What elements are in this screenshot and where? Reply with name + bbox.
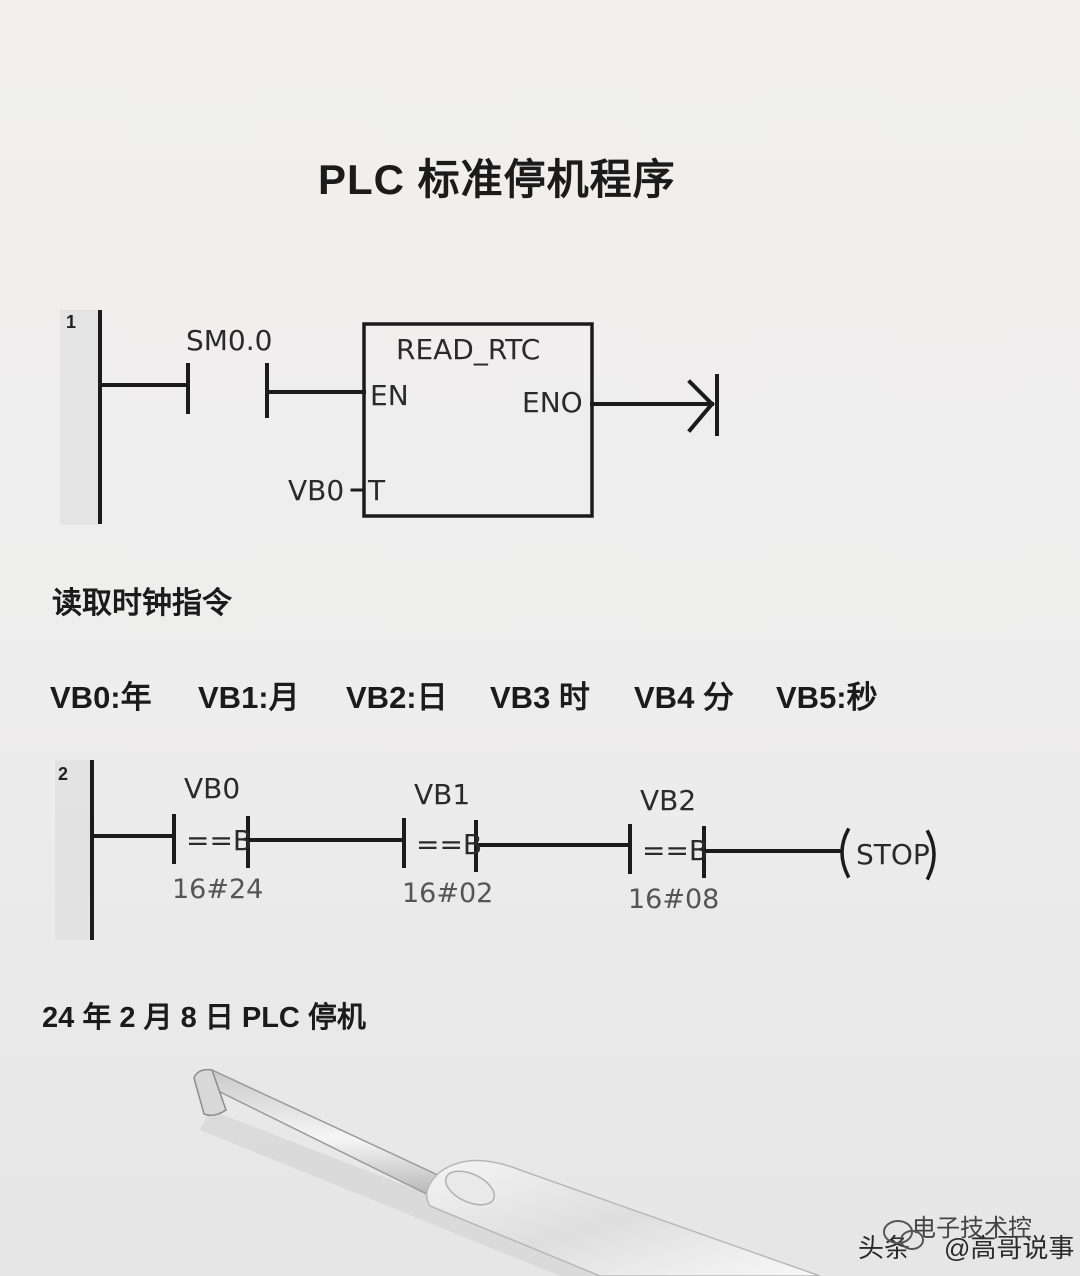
read-clock-caption: 读取时钟指令 — [52, 587, 232, 620]
terminator-arrow-lower — [687, 401, 715, 433]
read-rtc-block — [362, 322, 594, 518]
cmp-vb2-operator: ==B — [642, 834, 709, 867]
var-vb4: VB4 分 — [634, 680, 734, 715]
page-title: PLC 标准停机程序 — [318, 156, 676, 203]
cmp-vb2-operand: VB2 — [640, 784, 697, 817]
read-rtc-block-name: READ_RTC — [396, 333, 541, 366]
var-vb1: VB1:月 — [198, 680, 300, 715]
cmp-vb0-operand: VB0 — [184, 772, 241, 805]
eno-pin-label: ENO — [522, 386, 583, 419]
stop-coil-label: STOP — [856, 838, 930, 871]
rung-number-2: 2 — [58, 764, 69, 784]
cmp-vb1-operator: ==B — [416, 828, 483, 861]
rung-number-1: 1 — [66, 312, 77, 332]
cmp-vb2-value: 16#08 — [628, 884, 720, 915]
var-vb0: VB0:年 — [50, 680, 152, 715]
cmp-vb1-operand: VB1 — [414, 778, 471, 811]
t-operand-label: VB0 — [288, 474, 345, 507]
stop-date-caption: 24 年 2 月 8 日 PLC 停机 — [42, 1002, 366, 1034]
t-pin-label: T — [368, 474, 386, 507]
var-vb2: VB2:日 — [346, 680, 448, 715]
watermark-author: @高哥说事 — [944, 1233, 1075, 1263]
var-vb5: VB5:秒 — [776, 680, 878, 715]
var-vb3: VB3 时 — [490, 680, 590, 715]
sm00-contact-label: SM0.0 — [186, 324, 273, 357]
en-pin-label: EN — [370, 379, 409, 412]
screwdriver-tip — [193, 1068, 227, 1117]
stop-coil-left-paren — [840, 827, 851, 879]
watermark-channel: 电子技术控 — [912, 1215, 1032, 1242]
cmp-vb0-value: 16#24 — [172, 874, 264, 905]
screwdriver-handle — [425, 1159, 821, 1276]
stop-coil-right-paren — [925, 829, 936, 881]
cmp-vb0-operator: ==B — [186, 824, 253, 857]
cmp-vb1-value: 16#02 — [402, 878, 494, 909]
terminator-arrow-upper — [687, 379, 715, 407]
